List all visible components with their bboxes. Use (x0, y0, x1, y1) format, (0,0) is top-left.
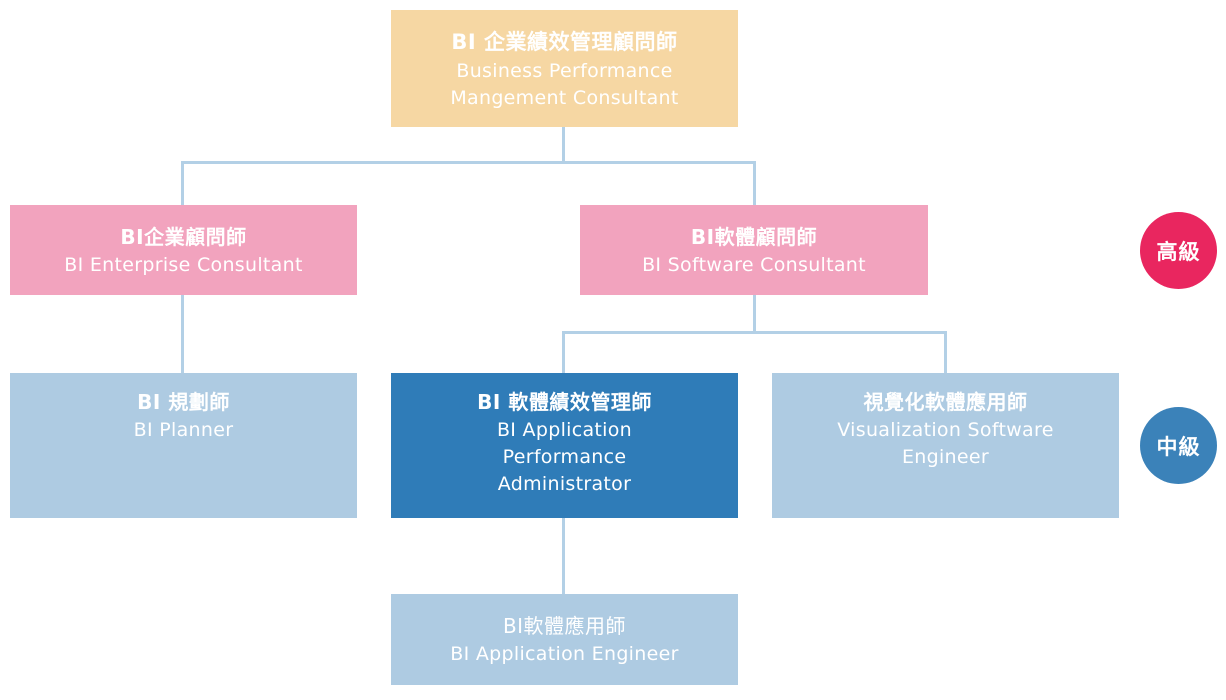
node-visualization-software-engineer: 視覺化軟體應用師 Visualization Software Engineer (772, 373, 1119, 518)
badge-advanced-label: 高級 (1156, 239, 1201, 264)
connector-viz-down (944, 331, 947, 373)
badge-intermediate-level: 中級 (1140, 407, 1217, 484)
node-subtitle: BI Application Engineer (450, 643, 679, 665)
badge-intermediate-label: 中級 (1156, 434, 1201, 459)
node-title: BI軟體應用師 (502, 614, 627, 638)
node-title: BI 企業績效管理顧問師 (451, 29, 678, 54)
node-title: BI企業顧問師 (120, 224, 247, 249)
node-bi-application-performance-administrator: BI 軟體績效管理師 BI Application Performance Ad… (391, 373, 738, 518)
node-subtitle: BI Application Performance Administrator (496, 419, 633, 495)
node-subtitle: BI Enterprise Consultant (64, 253, 303, 276)
node-subtitle: BI Planner (133, 419, 234, 441)
node-bi-enterprise-consultant: BI企業顧問師 BI Enterprise Consultant (10, 205, 357, 295)
connector-level1-horizontal (181, 161, 756, 164)
node-title: BI 規劃師 (137, 390, 230, 414)
node-subtitle: BI Software Consultant (642, 253, 866, 276)
node-title: BI 軟體績效管理師 (477, 390, 652, 414)
node-subtitle: Business Performance Mangement Consultan… (450, 59, 679, 109)
node-title: BI軟體顧問師 (690, 224, 818, 249)
connector-perf-down (562, 331, 565, 373)
connector-appengineer-down (562, 518, 565, 595)
node-title: 視覺化軟體應用師 (863, 390, 1028, 414)
connector-level2-horizontal (562, 331, 947, 334)
node-bi-planner: BI 規劃師 BI Planner (10, 373, 357, 518)
node-business-performance-management-consultant: BI 企業績效管理顧問師 Business Performance Mangem… (391, 10, 738, 127)
node-bi-application-engineer: BI軟體應用師 BI Application Engineer (391, 594, 738, 685)
connector-root-down (562, 127, 565, 164)
badge-advanced-level: 高級 (1140, 212, 1217, 289)
node-bi-software-consultant: BI軟體顧問師 BI Software Consultant (580, 205, 928, 295)
node-subtitle: Visualization Software Engineer (837, 419, 1054, 468)
